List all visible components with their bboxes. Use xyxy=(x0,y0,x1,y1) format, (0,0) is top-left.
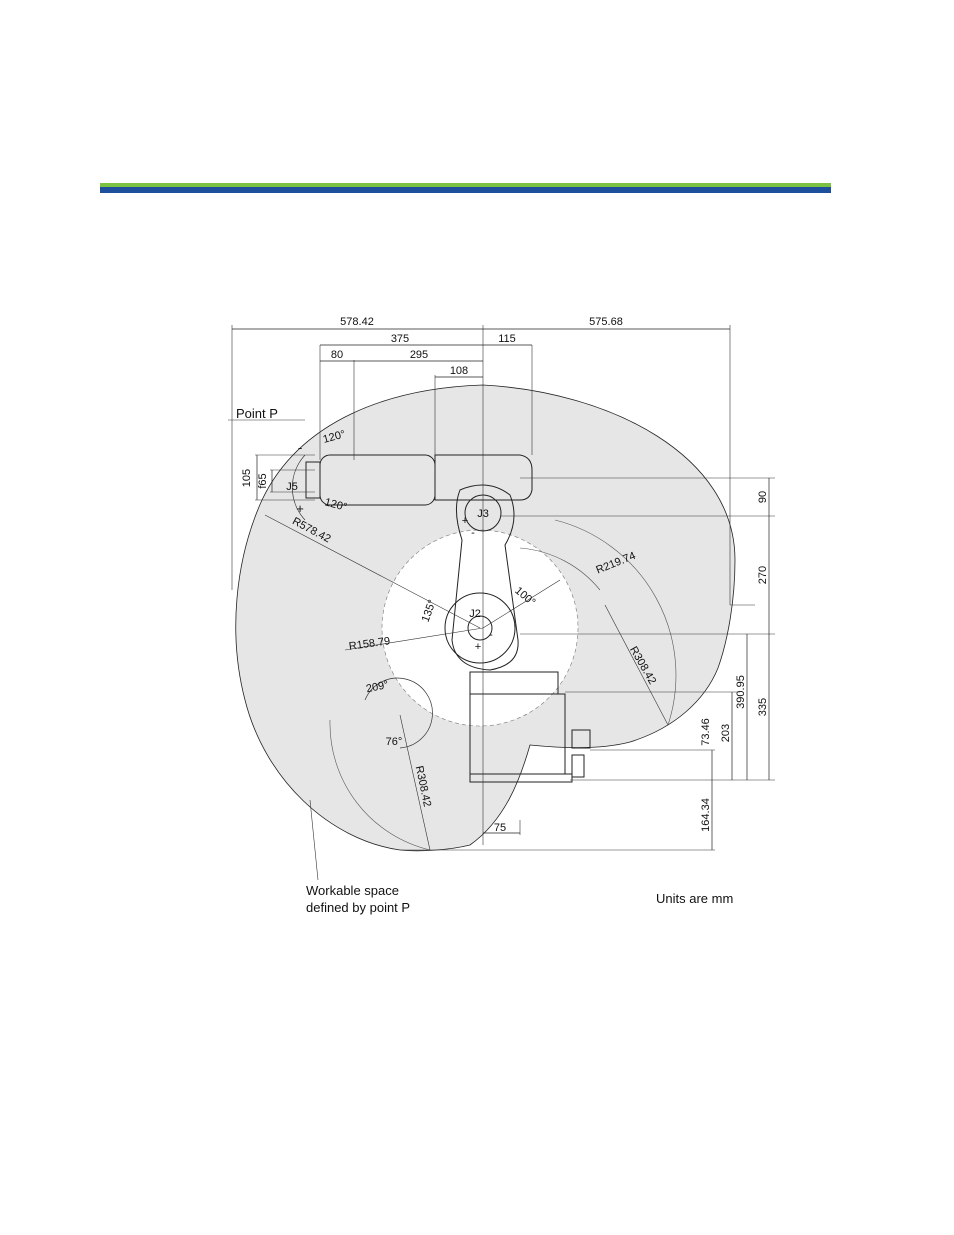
angle-120-bottom: 120° xyxy=(323,496,348,513)
arc-209 xyxy=(364,677,433,749)
joint-j2: J2 xyxy=(469,608,481,620)
joint-j5: J5 xyxy=(286,481,298,493)
joint-j3: J3 xyxy=(477,508,489,520)
workable-space-label-1: Workable space xyxy=(306,883,399,898)
dim-578-42: 578.42 xyxy=(340,316,374,328)
angle-76: 76° xyxy=(386,736,403,748)
header-band-green xyxy=(100,183,831,187)
sign-minus-j3: - xyxy=(471,527,475,539)
dim-80: 80 xyxy=(331,349,343,361)
sign-plus-j2: + xyxy=(475,641,481,653)
dim-75: 75 xyxy=(494,822,506,834)
radius-158-79: R158.79 xyxy=(348,635,391,653)
dim-115: 115 xyxy=(498,333,516,345)
dim-270: 270 xyxy=(757,566,769,584)
construction-lines xyxy=(228,325,775,881)
header-band-blue xyxy=(100,187,831,193)
angle-120-top: 120° xyxy=(322,428,347,445)
dim-295: 295 xyxy=(410,349,428,361)
arc-r219 xyxy=(519,547,601,591)
dim-335: 335 xyxy=(757,698,769,716)
arc-120 xyxy=(292,454,306,521)
arc-r308-lower xyxy=(329,719,431,851)
workable-space-label-2: defined by point P xyxy=(306,900,410,915)
sign-plus-j3: + xyxy=(462,515,468,527)
dim-73-46: 73.46 xyxy=(700,718,712,746)
arc-r308-right xyxy=(554,519,677,726)
units-note: Units are mm xyxy=(656,891,733,906)
dim-108: 108 xyxy=(450,365,468,377)
dim-375: 375 xyxy=(391,333,409,345)
dim-90: 90 xyxy=(757,491,769,503)
point-p-label: Point P xyxy=(236,406,278,421)
dimension-lines xyxy=(232,328,770,850)
dim-390-95: 390.95 xyxy=(735,675,747,709)
dim-575-68: 575.68 xyxy=(589,316,623,328)
sign-minus-j5: - xyxy=(298,440,302,455)
sign-plus-j5: + xyxy=(296,501,304,516)
dim-105: 105 xyxy=(241,469,253,487)
dim-203: 203 xyxy=(720,724,732,742)
sign-minus-j2: - xyxy=(489,629,493,641)
dim-164-34: 164.34 xyxy=(700,798,712,832)
dim-65: f65 xyxy=(257,473,269,488)
angle-209: 209° xyxy=(365,679,390,695)
